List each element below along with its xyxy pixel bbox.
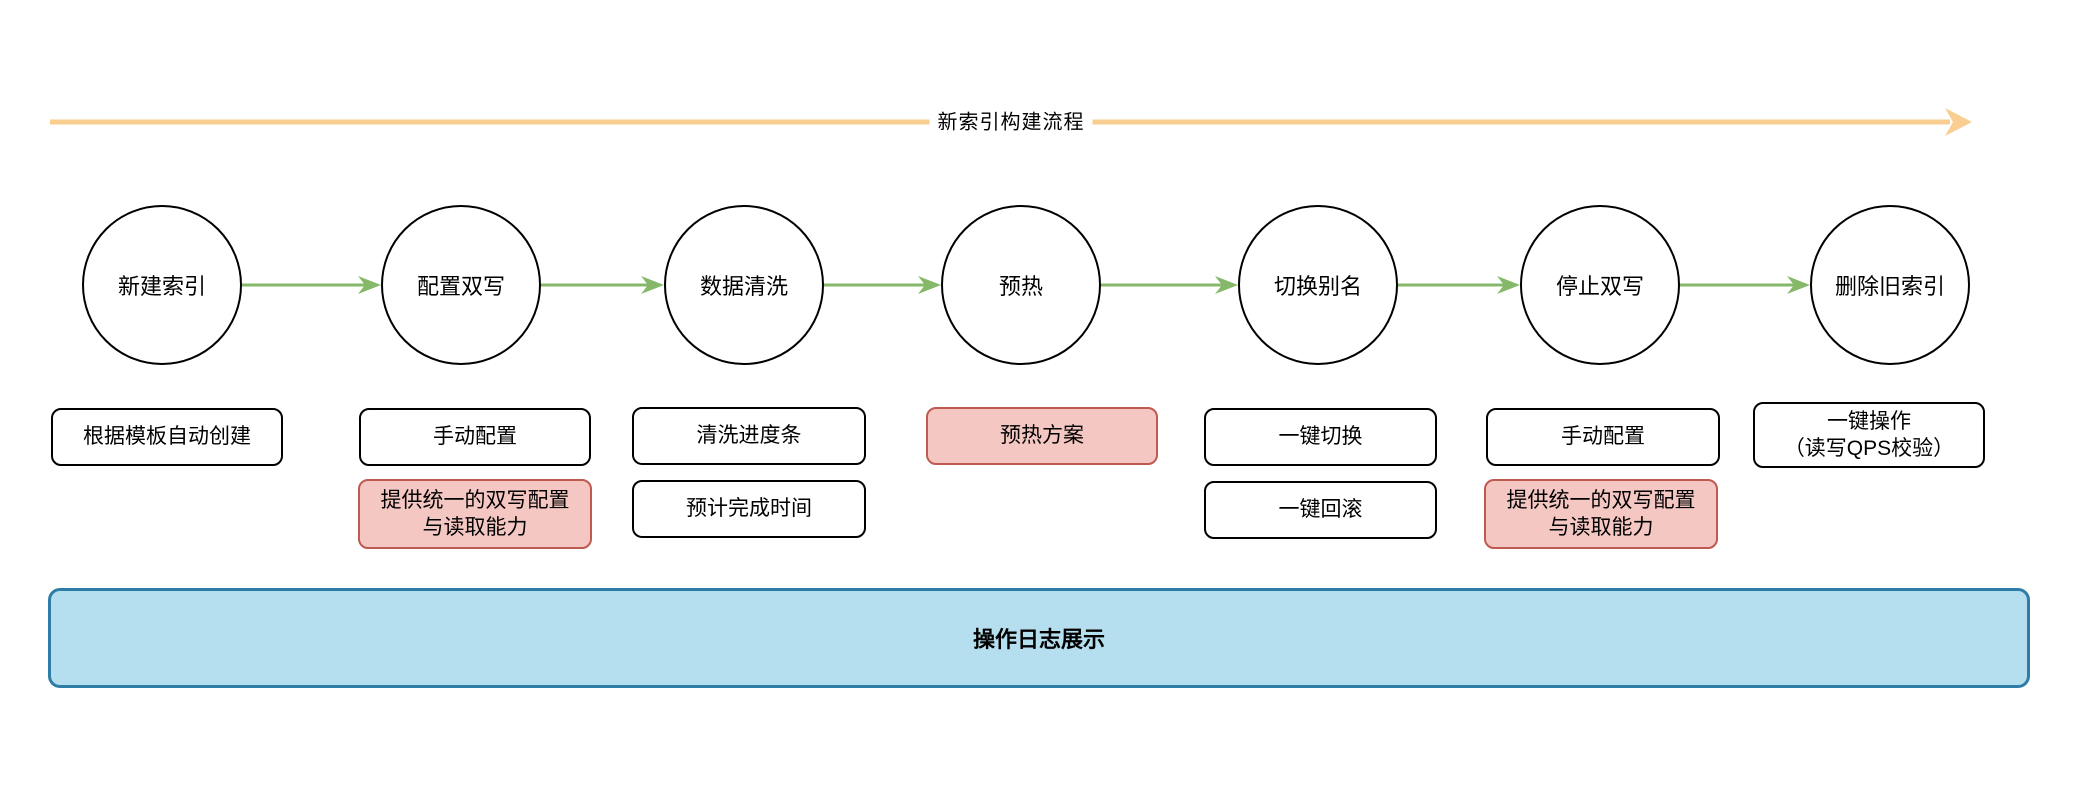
note-line: 预热方案 <box>1000 424 1084 448</box>
connector-arrowhead-icon <box>1497 276 1520 294</box>
operation-log-label: 操作日志展示 <box>972 627 1105 652</box>
step-label: 停止双写 <box>1555 274 1644 299</box>
connector-arrow <box>1398 276 1520 294</box>
note-line: 一键回滚 <box>1278 498 1363 522</box>
note-estimated-completion-time: 预计完成时间 <box>632 480 866 538</box>
note-line: 与读取能力 <box>1548 516 1654 539</box>
connector-arrow <box>242 276 381 294</box>
step-label: 配置双写 <box>416 274 505 299</box>
step-node-delete-old-index: 删除旧索引 <box>1810 205 1970 365</box>
note-one-click-switch: 一键切换 <box>1204 408 1437 466</box>
note-line: 根据模板自动创建 <box>83 425 251 449</box>
step-label: 删除旧索引 <box>1834 274 1945 299</box>
note-line: 提供统一的双写配置 <box>1506 488 1696 512</box>
step-label: 数据清洗 <box>699 274 788 299</box>
note-dual-write-capability-2: 提供统一的双写配置 与读取能力 <box>1484 479 1718 549</box>
connector-arrowhead-icon <box>1787 276 1810 294</box>
step-node-configure-dual-write: 配置双写 <box>381 205 541 365</box>
step-label: 切换别名 <box>1273 274 1362 299</box>
note-one-click-operation: 一键操作 （读写QPS校验） <box>1753 402 1985 468</box>
note-line: 一键切换 <box>1278 425 1363 449</box>
step-node-data-cleaning: 数据清洗 <box>664 205 824 365</box>
step-node-new-index: 新建索引 <box>82 205 242 365</box>
connector-arrowhead-icon <box>358 276 381 294</box>
note-one-click-rollback: 一键回滚 <box>1204 481 1437 539</box>
note-line: 预计完成时间 <box>686 497 812 521</box>
note-preheat-plan: 预热方案 <box>926 407 1158 465</box>
flow-title: 新索引构建流程 <box>929 103 1093 137</box>
main-flow-arrowhead-icon <box>1945 108 1972 136</box>
connector-arrowhead-icon <box>641 276 664 294</box>
step-label: 预热 <box>998 274 1043 299</box>
connector-arrowhead-icon <box>1215 276 1238 294</box>
step-node-switch-alias: 切换别名 <box>1238 205 1398 365</box>
step-node-stop-dual-write: 停止双写 <box>1520 205 1680 365</box>
note-line: 手动配置 <box>433 425 517 449</box>
connector-arrow <box>824 276 941 294</box>
note-clean-progress-bar: 清洗进度条 <box>632 407 866 465</box>
note-line: 提供统一的双写配置 <box>380 488 570 512</box>
note-manual-config-2: 手动配置 <box>1486 408 1720 466</box>
step-node-preheat: 预热 <box>941 205 1101 365</box>
note-line: 手动配置 <box>1561 425 1645 449</box>
note-dual-write-capability-1: 提供统一的双写配置 与读取能力 <box>358 479 592 549</box>
step-label: 新建索引 <box>117 274 206 299</box>
connector-arrow <box>1101 276 1238 294</box>
note-line: 清洗进度条 <box>696 424 802 448</box>
connector-arrow <box>1680 276 1810 294</box>
operation-log-panel: 操作日志展示 <box>48 588 2030 688</box>
note-template-auto-create: 根据模板自动创建 <box>51 408 283 466</box>
note-line: 与读取能力 <box>422 516 528 539</box>
note-line: 一键操作 <box>1827 409 1911 433</box>
note-line: （读写QPS校验） <box>1783 437 1955 460</box>
connector-arrow <box>541 276 664 294</box>
note-manual-config-1: 手动配置 <box>359 408 591 466</box>
connector-arrowhead-icon <box>918 276 941 294</box>
